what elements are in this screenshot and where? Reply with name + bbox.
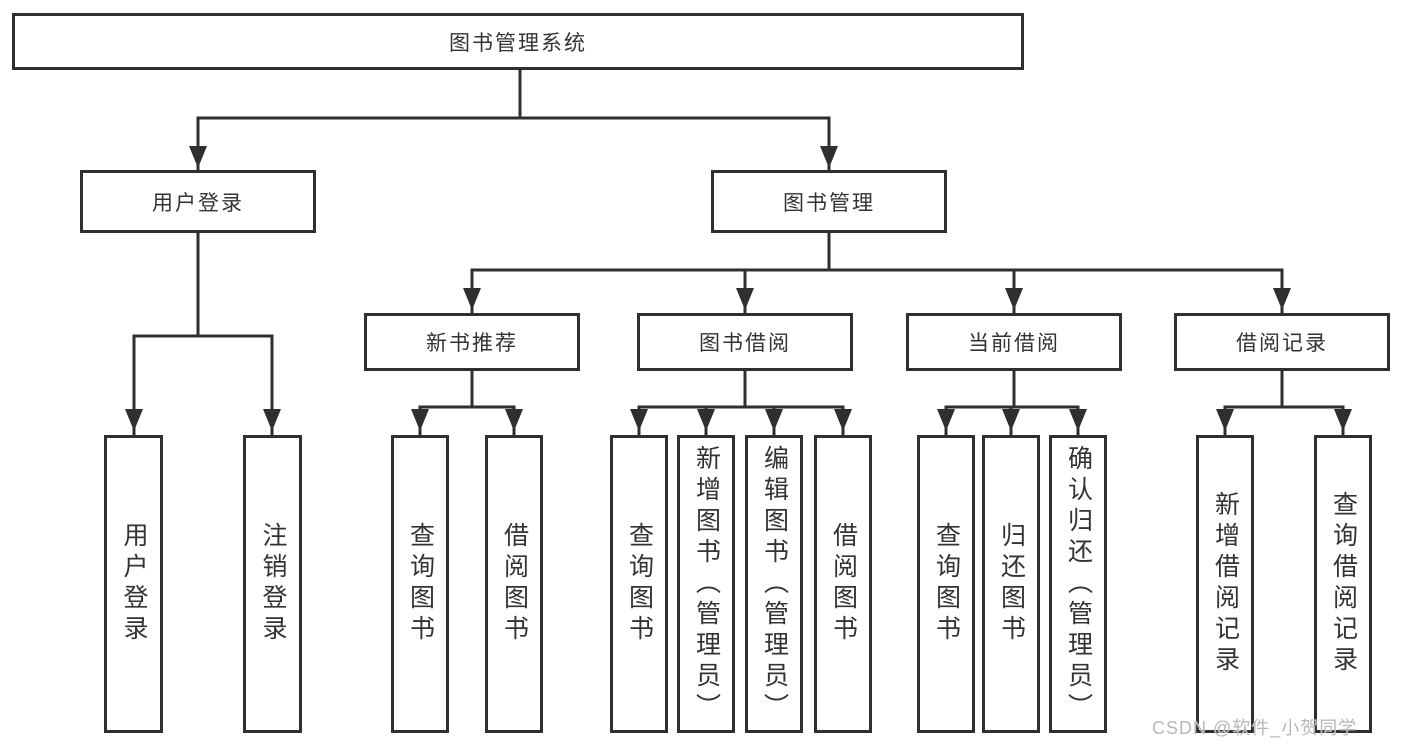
leaf-records-add-borrow-record: 新增借阅记录 [1196, 435, 1254, 733]
node-book-borrow-label: 图书借阅 [699, 332, 791, 355]
connector-borrow-records-children [1216, 371, 1352, 435]
leaf-borrow-query-books: 查询图书 [610, 435, 668, 733]
node-system-root-label: 图书管理系统 [449, 31, 587, 55]
node-borrow-records-label: 借阅记录 [1236, 332, 1328, 355]
leaf-current-return-books-label: 归还图书 [997, 522, 1026, 646]
node-current-borrow: 当前借阅 [906, 313, 1122, 371]
leaf-borrow-borrow-books-label: 借阅图书 [829, 522, 858, 646]
leaf-current-confirm-return-admin: 确认归还（管理员） [1049, 435, 1107, 733]
node-new-book-recommend-label: 新书推荐 [426, 332, 518, 355]
leaf-records-query-borrow-record: 查询借阅记录 [1314, 435, 1372, 733]
connector-book-management-children [463, 233, 1291, 313]
leaf-logout-label: 注销登录 [259, 522, 287, 646]
leaf-user-login: 用户登录 [104, 435, 163, 733]
node-borrow-records: 借阅记录 [1174, 313, 1390, 371]
connector-book-borrow-children [630, 371, 852, 435]
leaf-current-confirm-return-admin-label: 确认归还（管理员） [1064, 444, 1093, 724]
leaf-borrow-edit-books-admin-label: 编辑图书（管理员） [760, 444, 789, 724]
connector-current-borrow-children [937, 371, 1087, 435]
node-system-root: 图书管理系统 [12, 13, 1024, 70]
node-new-book-recommend: 新书推荐 [364, 313, 580, 371]
leaf-recommend-query-books-label: 查询图书 [406, 522, 435, 646]
csdn-watermark: CSDN @软件_小贺同学 [1152, 718, 1358, 738]
leaf-borrow-query-books-label: 查询图书 [625, 522, 654, 646]
connector-user-login-children [125, 233, 281, 435]
leaf-recommend-borrow-books: 借阅图书 [485, 435, 543, 733]
node-current-borrow-label: 当前借阅 [968, 332, 1060, 355]
leaf-current-query-books: 查询图书 [917, 435, 975, 733]
leaf-records-add-borrow-record-label: 新增借阅记录 [1211, 491, 1240, 677]
leaf-current-query-books-label: 查询图书 [932, 522, 961, 646]
leaf-borrow-borrow-books: 借阅图书 [814, 435, 872, 733]
leaf-current-return-books: 归还图书 [982, 435, 1040, 733]
connector-new-book-recommend-children [411, 371, 523, 435]
leaf-recommend-borrow-books-label: 借阅图书 [500, 522, 529, 646]
leaf-logout: 注销登录 [243, 435, 302, 733]
node-book-management-label: 图书管理 [783, 191, 875, 215]
leaf-borrow-edit-books-admin: 编辑图书（管理员） [745, 435, 803, 733]
node-user-login: 用户登录 [80, 170, 316, 233]
leaf-records-query-borrow-record-label: 查询借阅记录 [1329, 491, 1358, 677]
leaf-borrow-add-books-admin-label: 新增图书（管理员） [692, 444, 721, 724]
leaf-user-login-label: 用户登录 [120, 522, 148, 646]
leaf-recommend-query-books: 查询图书 [391, 435, 449, 733]
node-book-management: 图书管理 [711, 170, 947, 233]
connector-root-to-level2 [189, 70, 838, 170]
node-book-borrow: 图书借阅 [637, 313, 853, 371]
leaf-borrow-add-books-admin: 新增图书（管理员） [677, 435, 735, 733]
node-user-login-label: 用户登录 [152, 191, 244, 215]
